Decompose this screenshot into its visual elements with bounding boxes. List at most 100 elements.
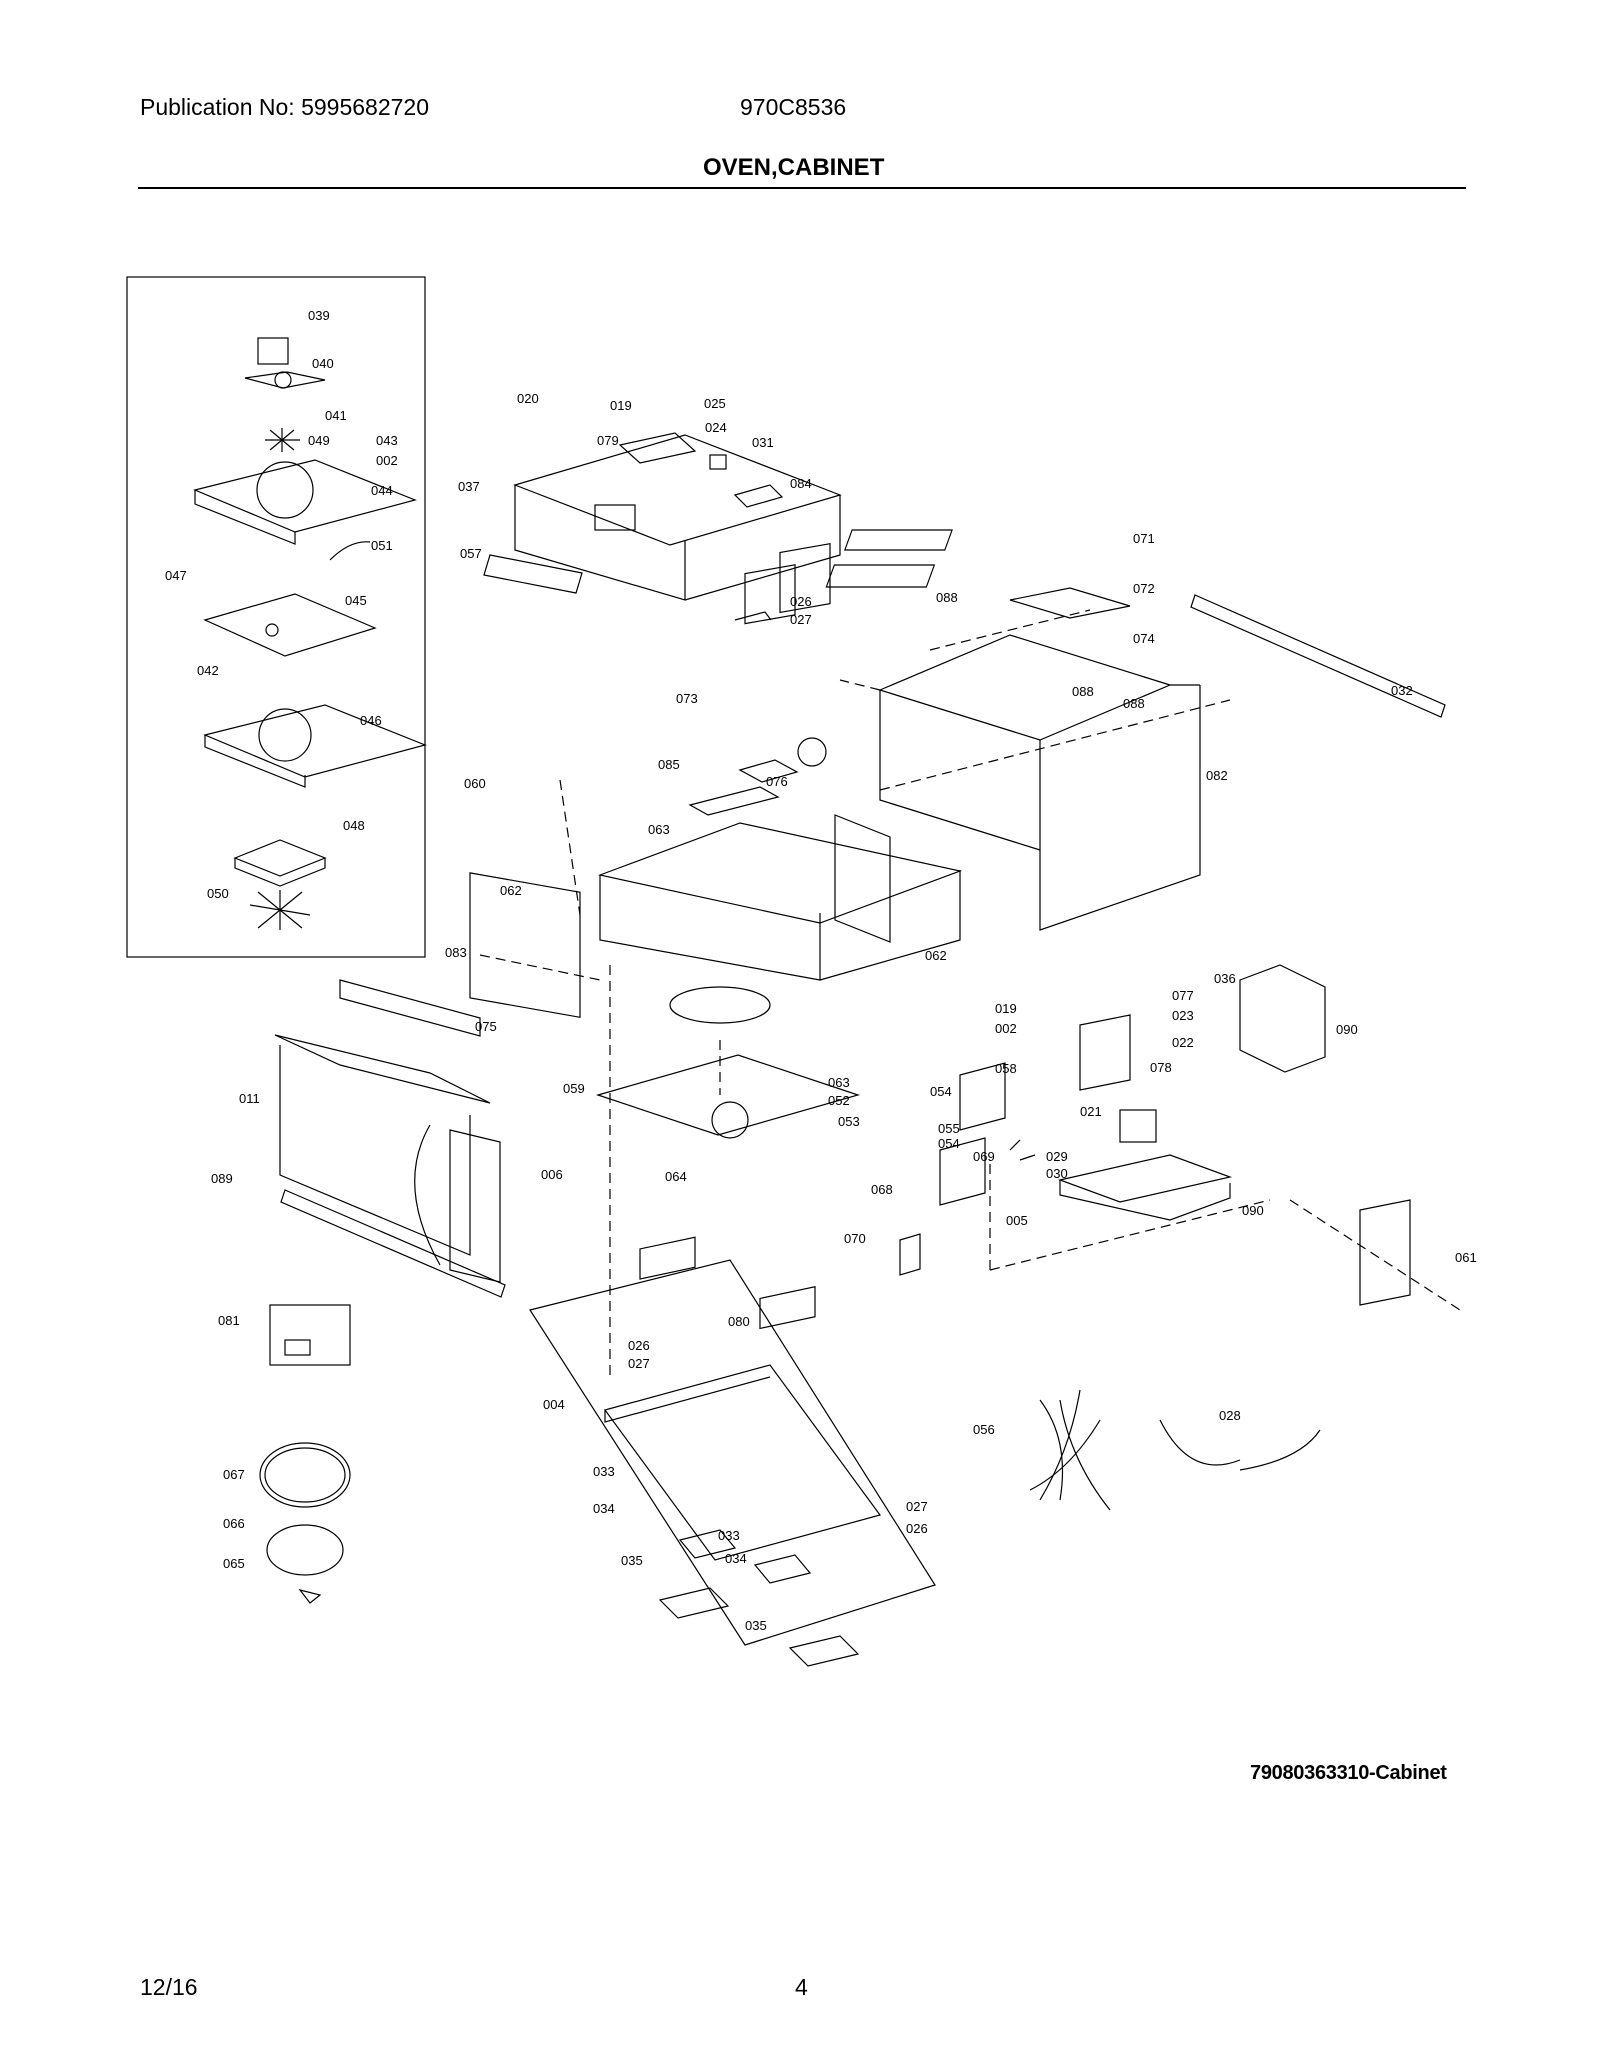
callout-019: 019	[610, 398, 632, 413]
callout-048: 048	[343, 818, 365, 833]
assembly-guide-lines	[479, 609, 1461, 1380]
callout-026: 026	[628, 1338, 650, 1353]
callout-053: 053	[838, 1114, 860, 1129]
callout-054: 054	[938, 1136, 960, 1151]
callout-045: 045	[345, 593, 367, 608]
callout-011: 011	[239, 1091, 260, 1106]
top-chassis-assembly	[483, 432, 842, 621]
callout-027: 027	[906, 1499, 928, 1514]
callout-052: 052	[828, 1093, 850, 1108]
callout-041: 041	[325, 408, 347, 423]
callout-077: 077	[1172, 988, 1194, 1003]
callout-068: 068	[871, 1182, 893, 1197]
callout-021: 021	[1080, 1104, 1102, 1119]
callout-006: 006	[541, 1167, 563, 1182]
callout-035: 035	[745, 1618, 767, 1633]
callout-026: 026	[906, 1521, 928, 1536]
callout-062: 062	[925, 948, 947, 963]
turntable-motor-assembly	[193, 337, 427, 930]
header-divider	[138, 187, 1466, 189]
callout-089: 089	[211, 1171, 233, 1186]
oven-cavity	[469, 542, 963, 1139]
callout-034: 034	[593, 1501, 615, 1516]
callout-024: 024	[705, 420, 727, 435]
callout-035: 035	[621, 1553, 643, 1568]
footer-date: 12/16	[140, 1974, 198, 2000]
callout-069: 069	[973, 1149, 995, 1164]
callout-056: 056	[973, 1422, 995, 1437]
base-assembly-box	[529, 1236, 936, 1667]
callout-062: 062	[500, 883, 522, 898]
callout-063: 063	[648, 822, 670, 837]
callout-075: 075	[475, 1019, 497, 1034]
callout-078: 078	[1150, 1060, 1172, 1075]
right-side-components	[899, 964, 1411, 1306]
callout-033: 033	[593, 1464, 615, 1479]
callout-072: 072	[1133, 581, 1155, 596]
callout-044: 044	[371, 483, 393, 498]
callout-073: 073	[676, 691, 698, 706]
callout-088: 088	[1123, 696, 1145, 711]
callout-079: 079	[597, 433, 619, 448]
callout-090: 090	[1242, 1203, 1264, 1218]
diagram-reference-code: 79080363310-Cabinet	[1250, 1762, 1447, 1784]
callout-025: 025	[704, 396, 726, 411]
callout-083: 083	[445, 945, 467, 960]
callout-088: 088	[1072, 684, 1094, 699]
callout-084: 084	[790, 476, 812, 491]
callout-004: 004	[543, 1397, 565, 1412]
callout-070: 070	[844, 1231, 866, 1246]
callout-027: 027	[628, 1356, 650, 1371]
callout-005: 005	[1006, 1213, 1028, 1228]
footer-page-number: 4	[795, 1974, 808, 2000]
callout-055: 055	[938, 1121, 960, 1136]
callout-040: 040	[312, 356, 334, 371]
callout-042: 042	[197, 663, 219, 678]
callout-039: 039	[308, 308, 330, 323]
callout-058: 058	[995, 1061, 1017, 1076]
callout-059: 059	[563, 1081, 585, 1096]
callout-057: 057	[460, 546, 482, 561]
callout-085: 085	[658, 757, 680, 772]
callout-022: 022	[1172, 1035, 1194, 1050]
callout-076: 076	[766, 774, 788, 789]
callout-074: 074	[1133, 631, 1155, 646]
callout-061: 061	[1455, 1250, 1477, 1265]
callout-050: 050	[207, 886, 229, 901]
accessory-kit	[269, 1304, 351, 1366]
callout-026: 026	[790, 594, 812, 609]
callout-036: 036	[1214, 971, 1236, 986]
door-assembly	[274, 979, 506, 1298]
callout-082: 082	[1206, 768, 1228, 783]
callout-002: 002	[995, 1021, 1017, 1036]
inset-frame	[126, 276, 426, 958]
turntable-rings	[259, 1442, 351, 1604]
callout-034: 034	[725, 1551, 747, 1566]
callout-037: 037	[458, 479, 480, 494]
callout-065: 065	[223, 1556, 245, 1571]
callout-063: 063	[828, 1075, 850, 1090]
wire-harnesses	[1029, 1389, 1321, 1511]
callout-033: 033	[718, 1528, 740, 1543]
callout-049: 049	[308, 433, 330, 448]
model-number: 970C8536	[740, 94, 847, 120]
callout-051: 051	[371, 538, 393, 553]
callout-027: 027	[790, 612, 812, 627]
callout-031: 031	[752, 435, 774, 450]
callout-029: 029	[1046, 1149, 1068, 1164]
callout-071: 071	[1133, 531, 1155, 546]
callout-060: 060	[464, 776, 486, 791]
callout-023: 023	[1172, 1008, 1194, 1023]
callout-088: 088	[936, 590, 958, 605]
callout-002: 002	[376, 453, 398, 468]
callout-043: 043	[376, 433, 398, 448]
callout-067: 067	[223, 1467, 245, 1482]
callout-047: 047	[165, 568, 187, 583]
callout-019: 019	[995, 1001, 1017, 1016]
callout-090: 090	[1336, 1022, 1358, 1037]
callout-066: 066	[223, 1516, 245, 1531]
callout-020: 020	[517, 391, 539, 406]
callout-064: 064	[665, 1169, 687, 1184]
callout-054: 054	[930, 1084, 952, 1099]
